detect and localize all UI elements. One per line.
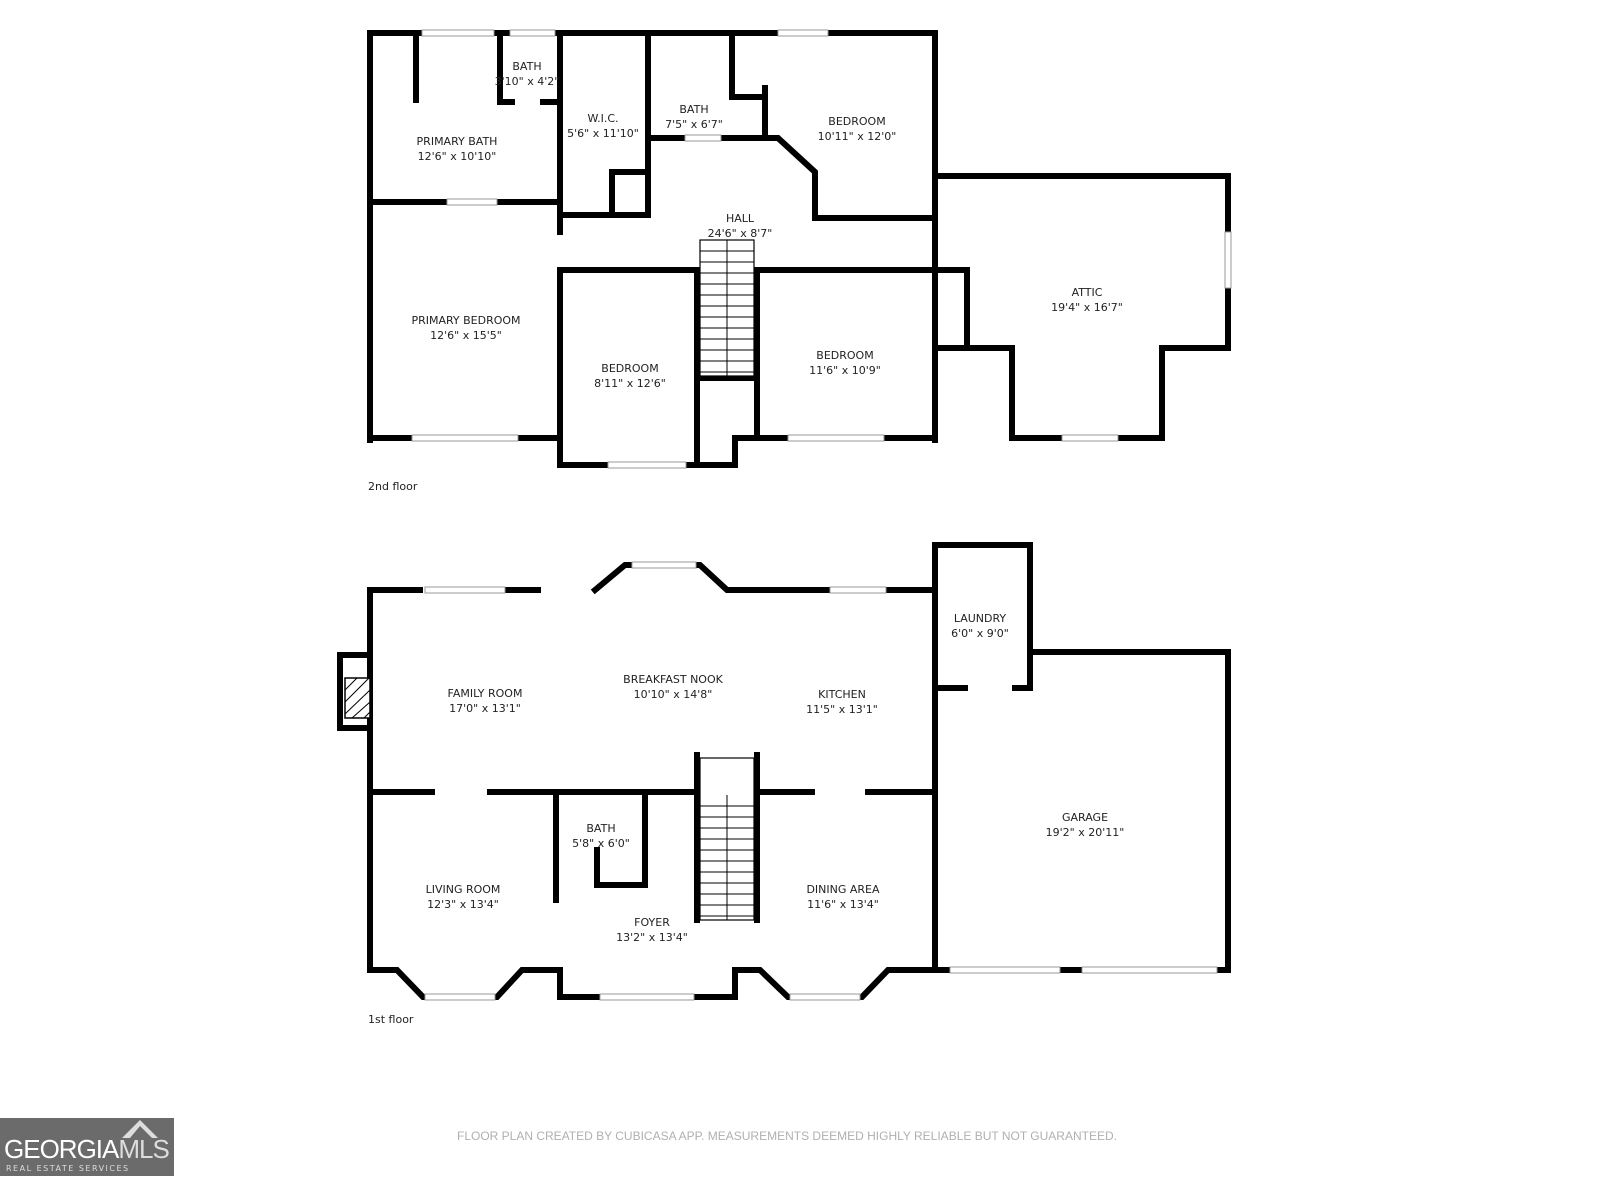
room-name: BEDROOM [816,349,873,362]
room-dims: 6'0" x 9'0" [951,627,1009,640]
room-dims: 7'5" x 6'7" [665,118,723,131]
room-name: BREAKFAST NOOK [623,673,723,686]
room-name: DINING AREA [806,883,880,896]
room-name: BATH [512,60,541,73]
first-floor-walls [337,542,1231,1000]
roof-icon [122,1120,158,1138]
room-dims: 12'6" x 15'5" [430,329,502,342]
room-name: BEDROOM [828,115,885,128]
room-dims: 24'6" x 8'7" [708,227,773,240]
room-name: ATTIC [1072,286,1103,299]
room-dims: 12'3" x 13'4" [427,898,499,911]
room-name: KITCHEN [818,688,866,701]
room-dims: 10'10" x 14'8" [634,688,713,701]
room-name: PRIMARY BEDROOM [411,314,520,327]
room-dims: 8'11" x 12'6" [594,377,666,390]
room-dims: 17'0" x 13'1" [449,702,521,715]
room-dims: 12'6" x 10'10" [418,150,497,163]
room-name: LAUNDRY [954,612,1007,625]
room-dims: 10'11" x 12'0" [818,130,897,143]
room-name: FAMILY ROOM [448,687,523,700]
room-name: BEDROOM [601,362,658,375]
room-dims: 13'2" x 13'4" [616,931,688,944]
room-dims: 5'8" x 6'0" [572,837,630,850]
room-name: GARAGE [1062,811,1108,824]
room-name: W.I.C. [587,112,618,125]
room-dims: 3'10" x 4'2" [495,75,560,88]
first-floor-windows [424,561,1218,1001]
second-floor-windows [411,29,1232,469]
room-dims: 19'4" x 16'7" [1051,301,1123,314]
room-name: LIVING ROOM [426,883,501,896]
second-floor-label: 2nd floor [368,480,418,493]
first-floor-label: 1st floor [368,1013,414,1026]
room-dims: 11'5" x 13'1" [806,703,878,716]
room-dims: 11'6" x 13'4" [807,898,879,911]
room-name: PRIMARY BATH [417,135,498,148]
room-name: FOYER [634,916,670,929]
room-name: BATH [679,103,708,116]
logo-text: GEORGIAMLS [4,1134,170,1165]
disclaimer: FLOOR PLAN CREATED BY CUBICASA APP. MEAS… [457,1129,1117,1143]
room-dims: 11'6" x 10'9" [809,364,881,377]
room-name: HALL [726,212,755,225]
second-floor-walls [367,30,1231,468]
room-dims: 5'6" x 11'10" [567,127,639,140]
logo-text-b: MLS [118,1134,169,1164]
room-name: BATH [586,822,615,835]
fireplace-hatch [344,677,371,719]
second-floor-labels: PRIMARY BATH 12'6" x 10'10" BATH 3'10" x… [411,60,1122,390]
room-dims: 19'2" x 20'11" [1046,826,1125,839]
first-floor-labels: FAMILY ROOM 17'0" x 13'1" BREAKFAST NOOK… [426,612,1125,944]
georgia-mls-logo: GEORGIAMLS REAL ESTATE SERVICES [0,1118,174,1176]
logo-text-a: GEORGIA [4,1134,119,1164]
logo-tagline: REAL ESTATE SERVICES [6,1164,130,1173]
